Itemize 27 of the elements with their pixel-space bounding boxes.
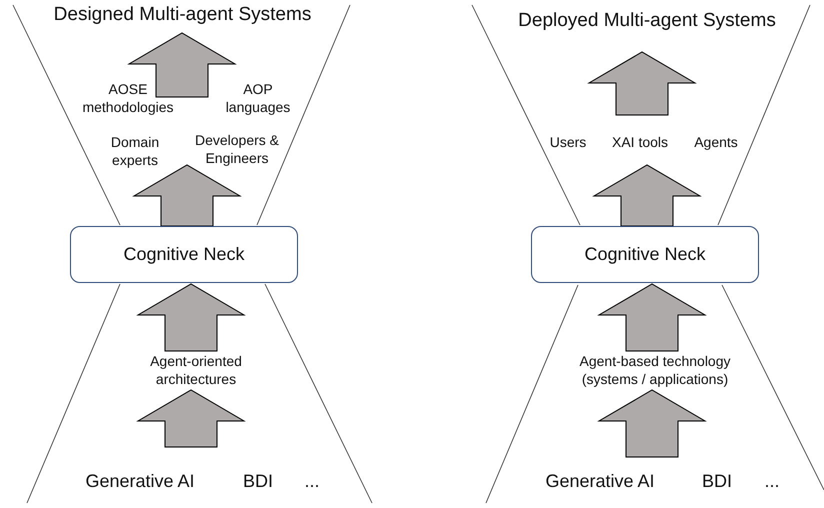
stage-text: Agent-based technology (systems / applications) <box>578 352 732 388</box>
block-arrow <box>136 283 246 352</box>
label-text: AOP languages <box>224 80 292 116</box>
label-text: AOSE methodologies <box>81 80 175 116</box>
label-text: Generative AI <box>545 470 655 492</box>
label-text: ... <box>304 470 320 492</box>
label-text: Developers & Engineers <box>194 131 280 167</box>
label-text: Domain experts <box>110 133 160 169</box>
label-text: Users <box>550 133 586 151</box>
block-arrow <box>597 283 707 352</box>
stage-text: Agent-oriented architectures <box>149 352 243 388</box>
label-text: XAI tools <box>612 133 668 151</box>
label-text: ... <box>764 470 780 492</box>
label-text: BDI <box>702 470 732 492</box>
block-arrow <box>592 164 702 226</box>
label-text: BDI <box>242 470 273 492</box>
process-box: Cognitive Neck <box>70 226 298 283</box>
label-text: Generative AI <box>85 470 195 492</box>
block-arrow <box>587 51 697 116</box>
block-arrow <box>132 164 242 226</box>
heading-text: Designed Multi-agent Systems <box>54 3 312 27</box>
label-text: Agents <box>694 133 738 151</box>
block-arrow <box>597 389 707 458</box>
block-arrow <box>136 389 246 448</box>
heading-text: Deployed Multi-agent Systems <box>518 9 776 33</box>
block-arrow <box>127 32 237 98</box>
process-box: Cognitive Neck <box>531 226 759 283</box>
